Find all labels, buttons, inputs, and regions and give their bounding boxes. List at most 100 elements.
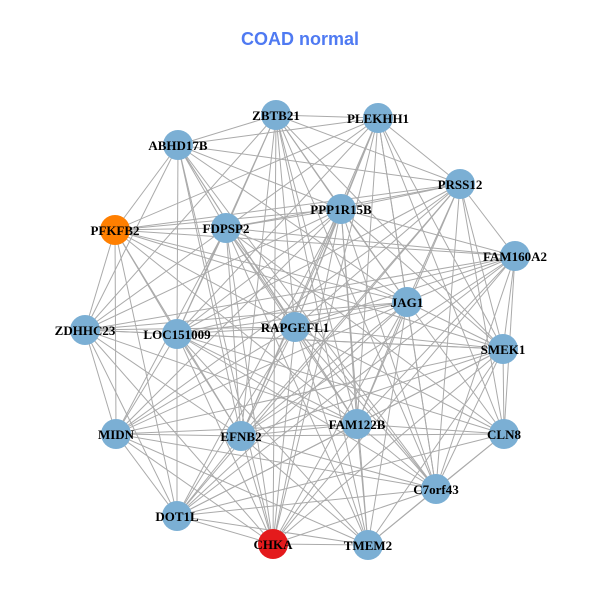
edge-RAPGEFL1-TMEM2	[294, 326, 369, 546]
edge-LOC151009-MIDN	[115, 333, 178, 435]
node-loc151009[interactable]: LOC151009	[143, 319, 211, 349]
edge-PRSS12-DOT1L	[176, 183, 461, 517]
edge-JAG1-MIDN	[115, 301, 408, 435]
edge-FAM160A2-JAG1	[406, 255, 516, 303]
node-label: CHKA	[254, 537, 294, 552]
edge-ZBTB21-PRSS12	[275, 114, 461, 185]
edge-ZBTB21-FAM122B	[275, 114, 358, 425]
edge-MIDN-DOT1L	[115, 433, 178, 517]
edge-PFKFB2-DOT1L	[114, 229, 178, 517]
node-label: PRSS12	[438, 177, 483, 192]
edge-JAG1-TMEM2	[367, 301, 408, 546]
edge-PPP1R15B-LOC151009	[176, 208, 342, 335]
edge-DOT1L-CHKA	[176, 515, 274, 545]
node-circle	[392, 287, 422, 317]
edge-CHKA-TMEM2	[272, 543, 369, 546]
edge-SMEK1-MIDN	[115, 348, 504, 435]
edge-PLEKHH1-CHKA	[272, 117, 379, 545]
node-abhd17b[interactable]: ABHD17B	[148, 130, 208, 160]
edge-PRSS12-CLN8	[459, 183, 505, 435]
node-circle	[211, 213, 241, 243]
edge-PLEKHH1-FDPSP2	[225, 117, 379, 229]
edge-JAG1-SMEK1	[406, 301, 504, 350]
edge-ABHD17B-PFKFB2	[114, 144, 179, 231]
node-label: PFKFB2	[90, 223, 139, 238]
node-label: MIDN	[98, 427, 135, 442]
edge-RAPGEFL1-MIDN	[115, 326, 296, 435]
edge-ZDHHC23-EFNB2	[84, 329, 242, 437]
node-dot1l[interactable]: DOT1L	[155, 501, 199, 531]
node-circle	[488, 334, 518, 364]
edge-ZDHHC23-DOT1L	[84, 329, 178, 517]
edge-EFNB2-CHKA	[240, 435, 274, 545]
node-fdpsp2[interactable]: FDPSP2	[203, 213, 250, 243]
edge-PFKFB2-FAM160A2	[114, 229, 516, 257]
node-fam160a2[interactable]: FAM160A2	[483, 241, 547, 271]
edge-PLEKHH1-CLN8	[377, 117, 505, 435]
node-circle	[326, 194, 356, 224]
edge-SMEK1-CHKA	[272, 348, 504, 545]
edge-PFKFB2-ZDHHC23	[84, 229, 116, 331]
edge-EFNB2-C7orf43	[240, 435, 437, 490]
edge-RAPGEFL1-DOT1L	[176, 326, 296, 517]
node-circle	[101, 419, 131, 449]
edge-PPP1R15B-CHKA	[272, 208, 342, 545]
node-circle	[100, 215, 130, 245]
node-efnb2[interactable]: EFNB2	[220, 421, 262, 451]
edge-ZBTB21-RAPGEFL1	[275, 114, 296, 328]
edge-FAM160A2-LOC151009	[176, 255, 516, 335]
edge-LOC151009-SMEK1	[176, 333, 504, 350]
node-jag1[interactable]: JAG1	[391, 287, 424, 317]
node-cln8[interactable]: CLN8	[487, 419, 521, 449]
edge-PPP1R15B-MIDN	[115, 208, 342, 435]
node-circle	[489, 419, 519, 449]
edge-ABHD17B-LOC151009	[176, 144, 179, 335]
edge-ABHD17B-PRSS12	[177, 144, 461, 185]
edge-LOC151009-EFNB2	[176, 333, 242, 437]
node-circle	[353, 530, 383, 560]
edge-PLEKHH1-PRSS12	[377, 117, 461, 185]
edge-PPP1R15B-RAPGEFL1	[294, 208, 342, 328]
node-label: FDPSP2	[203, 221, 250, 236]
node-label: LOC151009	[143, 327, 211, 342]
edge-ZDHHC23-MIDN	[84, 329, 117, 435]
node-c7orf43[interactable]: C7orf43	[413, 474, 459, 504]
node-plekhh1[interactable]: PLEKHH1	[347, 103, 409, 133]
edge-RAPGEFL1-C7orf43	[294, 326, 437, 490]
edge-MIDN-CHKA	[115, 433, 274, 545]
node-label: PLEKHH1	[347, 111, 409, 126]
edge-PRSS12-RAPGEFL1	[294, 183, 461, 328]
node-label: TMEM2	[344, 538, 392, 553]
node-pfkfb2[interactable]: PFKFB2	[90, 215, 140, 245]
edge-JAG1-DOT1L	[176, 301, 408, 517]
node-label: CLN8	[487, 427, 521, 442]
edge-ABHD17B-PPP1R15B	[177, 144, 342, 210]
edge-LOC151009-TMEM2	[176, 333, 369, 546]
edge-FAM122B-DOT1L	[176, 423, 358, 517]
edge-PPP1R15B-C7orf43	[340, 208, 437, 490]
node-label: C7orf43	[413, 482, 459, 497]
node-smek1[interactable]: SMEK1	[481, 334, 526, 364]
node-fam122b[interactable]: FAM122B	[329, 409, 386, 439]
node-label: SMEK1	[481, 342, 526, 357]
edge-PPP1R15B-SMEK1	[340, 208, 504, 350]
edge-PLEKHH1-LOC151009	[176, 117, 379, 335]
node-midn[interactable]: MIDN	[98, 419, 135, 449]
edge-FAM122B-CLN8	[356, 423, 505, 435]
node-zdhhc23[interactable]: ZDHHC23	[55, 315, 116, 345]
edge-EFNB2-FAM122B	[240, 423, 358, 437]
node-rapgefl1[interactable]: RAPGEFL1	[261, 312, 330, 342]
edge-FDPSP2-TMEM2	[225, 227, 369, 546]
node-tmem2[interactable]: TMEM2	[344, 530, 392, 560]
node-chka[interactable]: CHKA	[254, 529, 294, 559]
edge-PPP1R15B-FAM160A2	[340, 208, 516, 257]
node-label: JAG1	[391, 295, 424, 310]
edge-FAM160A2-FAM122B	[356, 255, 516, 425]
edge-ZDHHC23-CHKA	[84, 329, 274, 545]
node-prss12[interactable]: PRSS12	[438, 169, 483, 199]
node-ppp1r15b[interactable]: PPP1R15B	[310, 194, 372, 224]
node-zbtb21[interactable]: ZBTB21	[252, 100, 300, 130]
edge-PPP1R15B-DOT1L	[176, 208, 342, 517]
edge-CLN8-DOT1L	[176, 433, 505, 517]
